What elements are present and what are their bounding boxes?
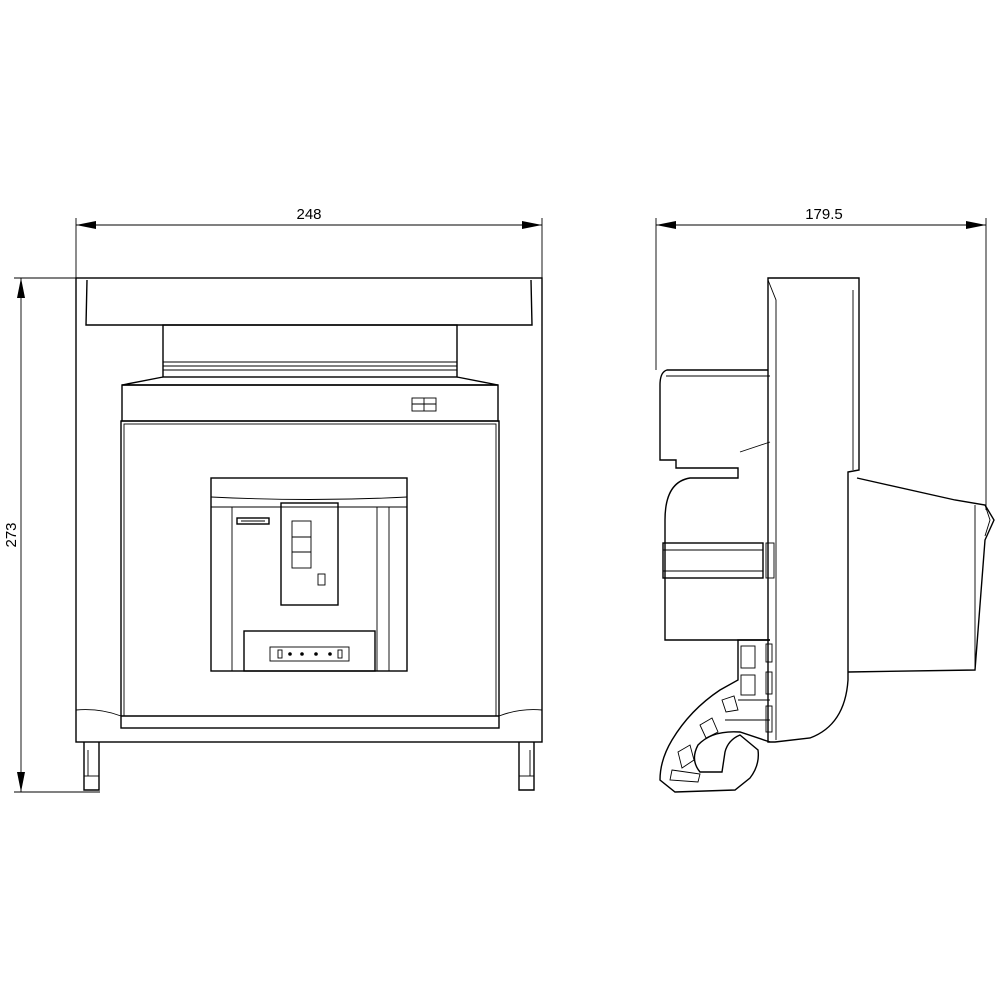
height-dimension: 273	[3, 277, 100, 793]
door-panel	[120, 420, 500, 729]
connector-strip	[269, 646, 350, 662]
upper-strip	[121, 384, 499, 422]
top-neck	[162, 324, 458, 378]
door-profile	[847, 477, 995, 673]
width-dimension-label: 248	[296, 206, 321, 223]
height-dimension-label: 273	[3, 522, 20, 547]
depth-dimension-label: 179.5	[805, 206, 843, 223]
front-view: 248 273	[3, 206, 543, 793]
led-indicator	[317, 573, 326, 586]
depth-dimension: 179.5	[655, 206, 987, 510]
slot-band	[662, 542, 764, 579]
vent-icon	[411, 397, 437, 412]
foot-left	[83, 742, 100, 791]
terminal-block	[243, 630, 376, 672]
display-window	[291, 520, 312, 569]
rail-clamp	[659, 639, 773, 793]
width-dimension: 248	[75, 206, 543, 280]
enclosure-outline	[75, 277, 543, 743]
control-unit	[280, 502, 339, 606]
side-enclosure	[767, 277, 860, 743]
rear-bracket	[659, 369, 770, 641]
device-module	[210, 477, 408, 672]
side-view: 179.5	[655, 206, 995, 793]
foot-right	[518, 742, 535, 791]
top-cover	[85, 279, 533, 326]
